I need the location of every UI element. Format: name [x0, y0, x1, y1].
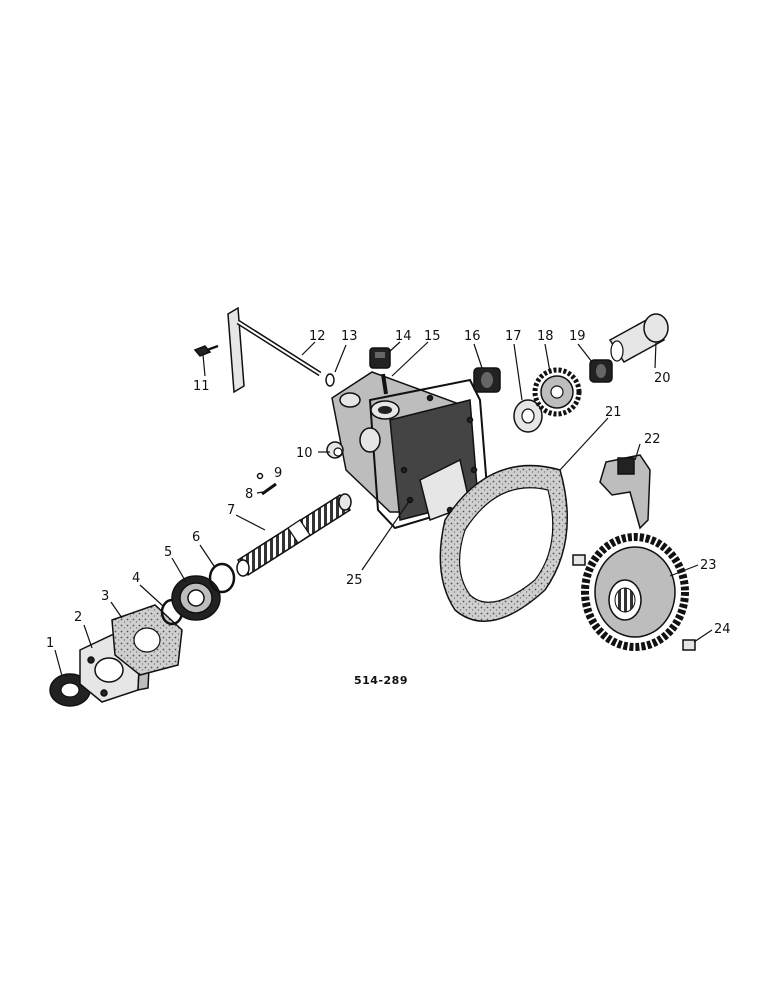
part-11-wing-screw	[193, 344, 219, 357]
callout-6: 6	[192, 530, 200, 545]
callout-9: 9	[274, 466, 282, 481]
part-10-boss	[333, 447, 343, 457]
callout-15: 15	[424, 329, 441, 344]
callout-25: 25	[346, 573, 363, 588]
callout-21: 21	[605, 405, 622, 420]
callout-3: 3	[101, 589, 109, 604]
part-7-splined-shaft	[236, 493, 352, 577]
part-9-ball	[256, 472, 264, 480]
part-14-plug	[369, 347, 391, 369]
leader-lines	[54, 341, 713, 677]
reference-code: 514-289	[354, 674, 408, 687]
part-15-pin	[381, 373, 388, 395]
callout-1: 1	[46, 636, 54, 651]
callout-labels: 1 2 3 4 5 6 7 8 9 10 11 12 13 14 15 16 1…	[46, 329, 731, 651]
part-12-lever-rod	[227, 306, 322, 394]
part-17-thrust-washer	[513, 399, 543, 433]
callout-17: 17	[505, 329, 522, 344]
callout-23: 23	[700, 558, 717, 573]
part-25-housing	[326, 371, 490, 530]
part-24-key	[572, 554, 696, 651]
callout-4: 4	[132, 571, 140, 586]
part-21-gasket	[439, 464, 568, 622]
part-16-needle-bearing	[473, 367, 501, 393]
callout-19: 19	[569, 329, 586, 344]
callout-18: 18	[537, 329, 554, 344]
callout-8: 8	[245, 487, 253, 502]
callout-5: 5	[164, 545, 172, 560]
callout-7: 7	[227, 503, 235, 518]
callout-24: 24	[714, 622, 731, 637]
callout-20: 20	[654, 371, 671, 386]
callout-12: 12	[309, 329, 326, 344]
part-19-needle-bearing	[589, 359, 613, 383]
callout-13: 13	[341, 329, 358, 344]
callout-16: 16	[464, 329, 481, 344]
part-3-gasket	[111, 604, 183, 676]
part-23-large-gear	[581, 533, 689, 651]
part-20-shaft	[608, 313, 669, 363]
callout-22: 22	[644, 432, 661, 447]
part-6-ring	[208, 562, 236, 594]
part-8-pin	[261, 482, 277, 496]
part-22-shift-fork	[599, 454, 651, 530]
part-5-bearing	[171, 575, 221, 621]
callout-14: 14	[395, 329, 412, 344]
part-13-o-ring	[325, 373, 335, 387]
callout-10: 10	[296, 446, 313, 461]
callout-2: 2	[74, 610, 82, 625]
part-18-small-gear	[532, 367, 582, 417]
callout-11: 11	[193, 379, 210, 394]
